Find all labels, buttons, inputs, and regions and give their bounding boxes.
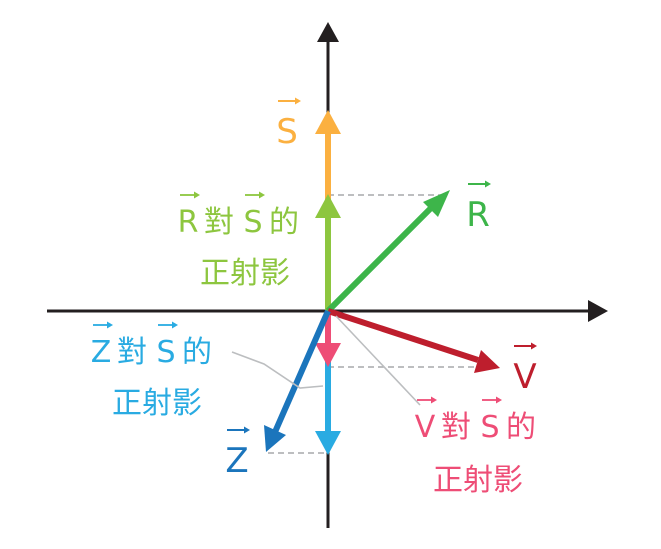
leader-Z-projection (231, 351, 324, 389)
projection-R-on-S (315, 194, 341, 311)
caption-Z-line2: 正射影 (112, 386, 202, 421)
x-axis-arrowhead (588, 300, 608, 322)
label-Z: Z (225, 426, 250, 481)
caption-V-end: 的 (506, 410, 536, 445)
leader-lines (231, 315, 421, 406)
projection-R-arrowhead (315, 194, 341, 218)
caption-V-mid: 對 (441, 410, 471, 445)
label-R: R (466, 180, 491, 235)
vector-Z-arrowhead (264, 425, 286, 452)
label-V-letter: V (513, 357, 536, 397)
vector-R-arrowhead (423, 190, 450, 217)
projection-Z-arrowhead (315, 431, 341, 455)
y-axis-arrowhead (317, 22, 339, 42)
caption-Z-mid: 對 (117, 335, 147, 370)
caption-V-projection: V 對 S 的 正射影 (415, 396, 536, 498)
caption-V-line2: 正射影 (433, 463, 523, 498)
caption-R-end: 的 (269, 205, 299, 240)
dashed-guides (268, 194, 486, 454)
caption-R-line2: 正射影 (200, 256, 290, 291)
caption-R-mid: 對 (204, 205, 234, 240)
caption-V-vec1: V (415, 410, 436, 445)
label-S-letter: S (276, 112, 298, 152)
caption-Z-projection: Z 對 S 的 正射影 (91, 321, 212, 421)
vector-V (327, 308, 500, 373)
caption-R-vec2: S (243, 205, 262, 240)
leader-V-projection (335, 315, 421, 406)
caption-R-vec1: R (178, 205, 199, 240)
label-R-letter: R (466, 195, 490, 235)
vector-Z (264, 309, 331, 452)
vector-R (325, 190, 450, 314)
caption-V-vec2: S (480, 410, 499, 445)
label-Z-letter: Z (225, 441, 248, 481)
caption-R-projection: R 對 S 的 正射影 (178, 191, 299, 291)
projection-V-arrowhead (315, 343, 341, 367)
caption-Z-end: 的 (182, 335, 212, 370)
vector-S-arrowhead (315, 110, 341, 134)
label-S: S (276, 97, 301, 152)
caption-Z-vec1: Z (91, 335, 112, 370)
caption-Z-vec2: S (156, 335, 175, 370)
label-V: V (513, 342, 537, 397)
vector-V-arrowhead (474, 350, 500, 373)
